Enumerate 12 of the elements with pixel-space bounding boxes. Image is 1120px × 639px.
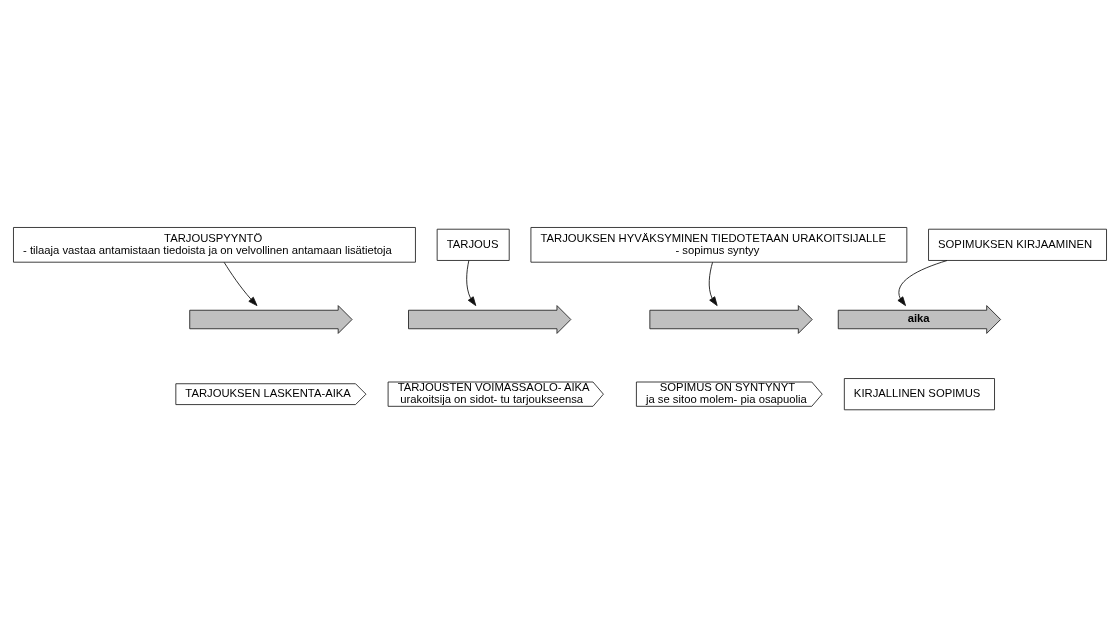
- arrow: [466, 260, 477, 307]
- arrow: [223, 261, 258, 307]
- node-arrow: [649, 305, 813, 334]
- node-box: TARJOUKSEN HYVÄKSYMINEN TIEDOTETAAN URAKOITSIJALLE - sopimus syntyy: [530, 227, 908, 263]
- node-box: SOPIMUKSEN KIRJAAMINEN: [928, 228, 1107, 261]
- node-arrow: [189, 305, 353, 334]
- node-box: TARJOUSPYYNTÖ - tilaaja vastaa antamistaan tiedoista ja on velvollinen antamaan lisätietoja: [13, 227, 416, 263]
- node-box: TARJOUS: [436, 228, 510, 261]
- node-arrow: [408, 305, 572, 334]
- arrow: [897, 260, 948, 307]
- arrow: [708, 261, 718, 307]
- node-box: KIRJALLINEN SOPIMUS: [843, 378, 995, 411]
